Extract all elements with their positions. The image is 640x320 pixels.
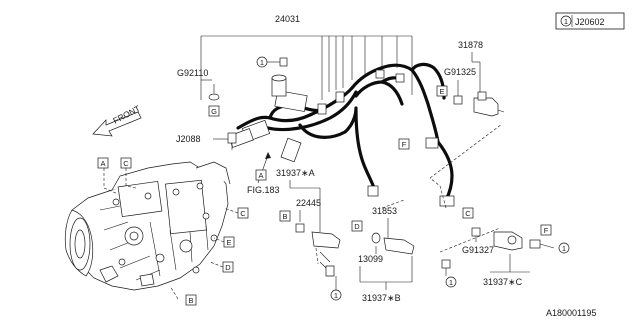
callout-box-f-sensor: F	[540, 224, 552, 236]
harness-leader-lines: 24031	[200, 14, 413, 100]
circled-bolt-top: 1	[256, 56, 288, 68]
front-direction-arrow: FRONT	[92, 103, 142, 137]
svg-text:G: G	[211, 107, 217, 116]
circled-number-icon	[558, 242, 570, 254]
callout-box-c-right: C	[237, 207, 249, 219]
svg-text:E: E	[439, 87, 444, 96]
label-31853: 31853	[372, 206, 397, 216]
callout-box-f-harness: F	[398, 138, 410, 150]
clip-icon	[295, 223, 305, 233]
callout-box-g: G	[208, 105, 220, 117]
label-g91325: G91325	[444, 67, 476, 77]
svg-text:F: F	[544, 226, 549, 235]
reference-code: J20602	[575, 17, 605, 27]
circled-number-icon	[445, 276, 457, 288]
sensor-31937c-group: G91327 31937∗C 1	[462, 227, 570, 287]
reference-code-box: 1 J20602	[555, 12, 625, 30]
svg-text:C: C	[123, 159, 129, 168]
callout-box-c-trans: C	[120, 157, 132, 169]
svg-text:D: D	[225, 263, 231, 272]
sensor-31853-group: 31853 13099 31937∗B 1	[358, 206, 457, 303]
bolt-icon	[471, 227, 481, 237]
cable-31937a-group: 31937∗A 22445 1	[276, 168, 342, 301]
wiring-harness	[236, 62, 454, 202]
label-fig-183: FIG.183	[247, 185, 280, 195]
label-31937b: 31937∗B	[362, 293, 401, 303]
svg-text:C: C	[465, 209, 471, 218]
front-arrow-icon	[92, 111, 142, 137]
callout-box-e-trans: E	[223, 236, 235, 248]
sensor-31878-group: 31878 G91325	[444, 40, 505, 117]
bolt-icon	[279, 57, 288, 67]
circled-number: 1	[449, 278, 453, 287]
label-g92110: G92110	[177, 68, 208, 78]
svg-text:C: C	[240, 209, 246, 218]
label-31878: 31878	[458, 40, 483, 50]
label-harness-24031: 24031	[275, 14, 300, 24]
bolt-icon	[441, 259, 451, 269]
callout-box-c-sensor: C	[462, 207, 474, 219]
label-31937a: 31937∗A	[276, 168, 315, 178]
svg-text:A: A	[100, 159, 105, 168]
callout-box-b-sensor: B	[279, 210, 291, 222]
speed-sensor-icon	[473, 97, 499, 117]
label-13099: 13099	[358, 254, 383, 264]
callout-box-b-trans: B	[185, 294, 197, 306]
callout-box-d-sensor: D	[351, 220, 363, 232]
svg-text:E: E	[226, 238, 231, 247]
transmission-assembly	[64, 161, 231, 291]
sensor-31853-icon	[383, 237, 415, 255]
dashed-reference-lines	[103, 123, 503, 300]
bolt-icon	[453, 95, 463, 105]
svg-text:B: B	[188, 296, 193, 305]
bolt-g92110-group: G92110	[177, 68, 220, 101]
svg-text:B: B	[282, 212, 287, 221]
circled-number: 1	[334, 291, 338, 300]
label-j2088: J2088	[176, 134, 201, 144]
bolt-icon	[529, 239, 541, 249]
circled-number: 1	[562, 244, 566, 253]
callout-box-e-top: E	[436, 85, 448, 97]
callout-box-d-trans: D	[222, 261, 234, 273]
label-22445: 22445	[296, 198, 321, 208]
label-31937c: 31937∗C	[483, 277, 523, 287]
bolt-j2088-group: J2088	[176, 132, 237, 150]
svg-text:D: D	[354, 222, 360, 231]
diagram-code: A180001195	[546, 308, 596, 318]
reference-symbol: 1	[564, 17, 568, 26]
callout-box-a-harness: A	[255, 169, 267, 181]
circled-number-icon	[330, 289, 342, 301]
bolt-icon	[227, 132, 237, 144]
label-g91327: G91327	[462, 245, 494, 255]
o-ring-icon	[371, 232, 381, 244]
callout-box-a-trans: A	[97, 157, 109, 169]
svg-text:F: F	[402, 140, 407, 149]
circled-number: 1	[260, 58, 264, 67]
o-ring-icon	[208, 93, 220, 101]
svg-text:A: A	[258, 171, 263, 180]
sensor-22445-icon	[311, 231, 341, 249]
